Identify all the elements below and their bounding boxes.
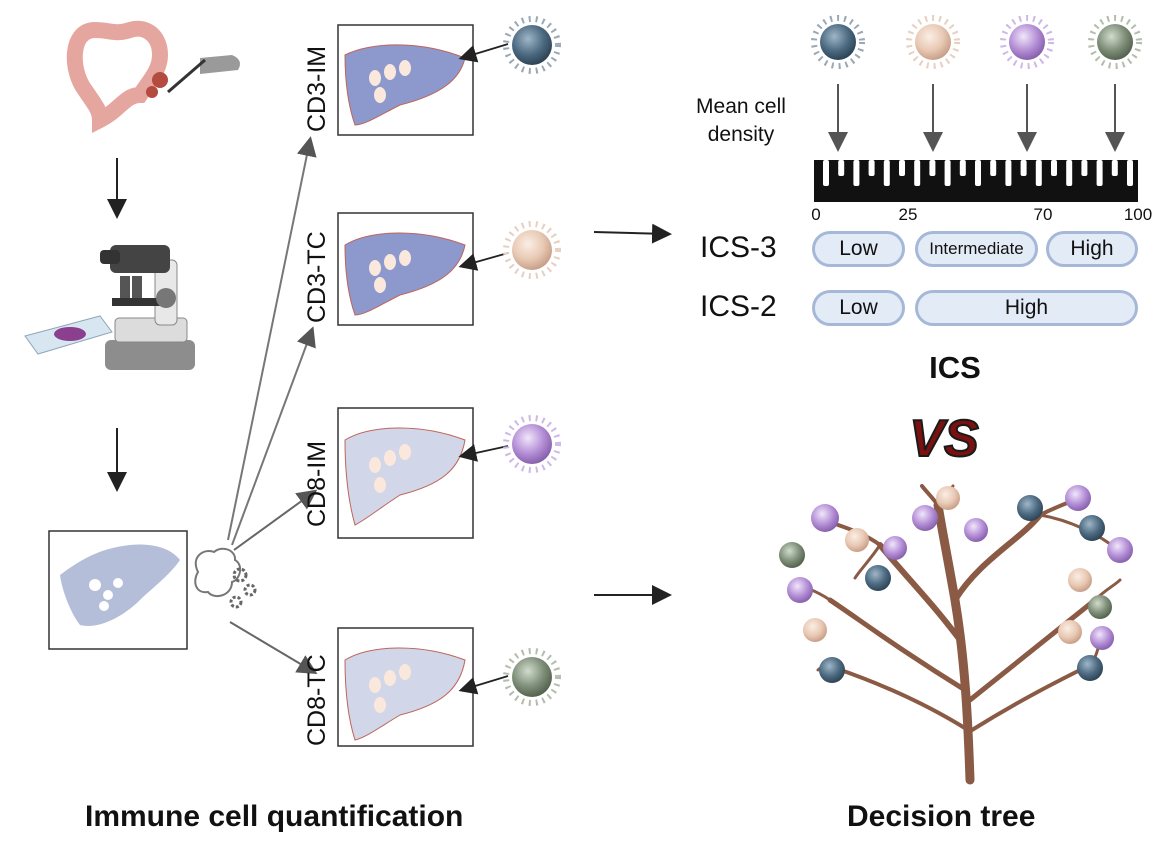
glass-slide-icon [24,315,113,355]
whole-slide-image [48,530,188,650]
ruler-notch [1020,160,1027,176]
panel-cd3-im [337,24,474,136]
scale-tick-70: 70 [1033,205,1053,224]
scalpel-hand-icon [167,55,240,94]
caption-immune-cell-quantification: Immune cell quantification [85,800,464,833]
panel-cd3-tc [337,212,474,326]
tree-cells [779,485,1133,683]
ruler-notch [990,160,997,176]
ruler-notch [1035,160,1042,186]
scale-tick-25: 25 [898,205,918,224]
ruler-notch [1005,160,1012,186]
microscope-icon [100,245,195,370]
ics3-intermediate: Intermediate [915,231,1038,267]
ruler-notch [1096,160,1103,186]
arrow-cell-cd3-tc [458,252,509,271]
vs-text: VS [909,410,979,468]
ruler-notch [1066,160,1073,186]
ruler-notch [929,160,936,176]
ruler-notch [823,160,829,186]
arrow-cell-cd8-tc [458,675,509,695]
ics2-high: High [915,290,1138,326]
cell-cd8-tc-icon [503,648,561,706]
arrow-to-cd8-im [233,489,318,551]
cell-cd8-im-icon [503,415,561,473]
density-ruler [814,160,1138,202]
ruler-notch [883,160,890,186]
panel-cd8-im [337,407,474,539]
panel-label-cd8-im: CD8-IM [303,440,331,527]
cell-cd3-im-icon [503,16,561,74]
ics2-low: Low [812,290,905,326]
arrow-cell-cd8-im [458,444,509,462]
ruler-notch [1051,160,1057,176]
ruler-notch [899,160,905,176]
arrow-to-ics [593,223,672,244]
ruler-notch [1127,160,1133,186]
ruler-notch [868,160,875,176]
ruler-notch [1111,160,1118,176]
ruler-notch [853,160,860,186]
caption-decision-tree: Decision tree [847,800,1036,833]
ai-brain-gears-icon [194,547,257,609]
ics-title: ICS [929,350,981,385]
ruler-notch [838,160,845,176]
arrow-cell-cd3-im [458,43,509,63]
cell-row-icons [811,15,1142,69]
ruler-notch [914,160,921,186]
panel-label-cd3-im: CD3-IM [303,45,331,132]
density-label-line1: Mean cell [696,95,786,118]
ruler-notch [944,160,951,186]
arrow-to-cd8-tc [229,621,318,675]
panel-label-cd8-tc: CD8-TC [303,654,331,746]
panel-cd8-tc [337,627,474,747]
ruler-notch [975,160,981,186]
ruler-notch [1081,160,1088,176]
panel-label-cd3-tc: CD3-TC [303,231,331,323]
ics3-low: Low [812,231,905,267]
arrow-to-cd3-tc [231,326,316,546]
density-label: Mean cell density [676,93,806,149]
scale-tick-100: 100 [1123,205,1153,224]
scale-tick-0: 0 [811,205,821,224]
vs-logo: VS [908,409,980,469]
ics3-label: ICS-3 [700,231,777,264]
ics3-high: High [1046,231,1138,267]
colon-icon [66,20,169,133]
density-label-line2: density [707,123,775,146]
cell-cd3-tc-icon [503,221,561,279]
arrow-to-cd3-im [227,136,317,541]
ics2-label: ICS-2 [700,290,777,323]
ruler-notch [959,160,966,176]
